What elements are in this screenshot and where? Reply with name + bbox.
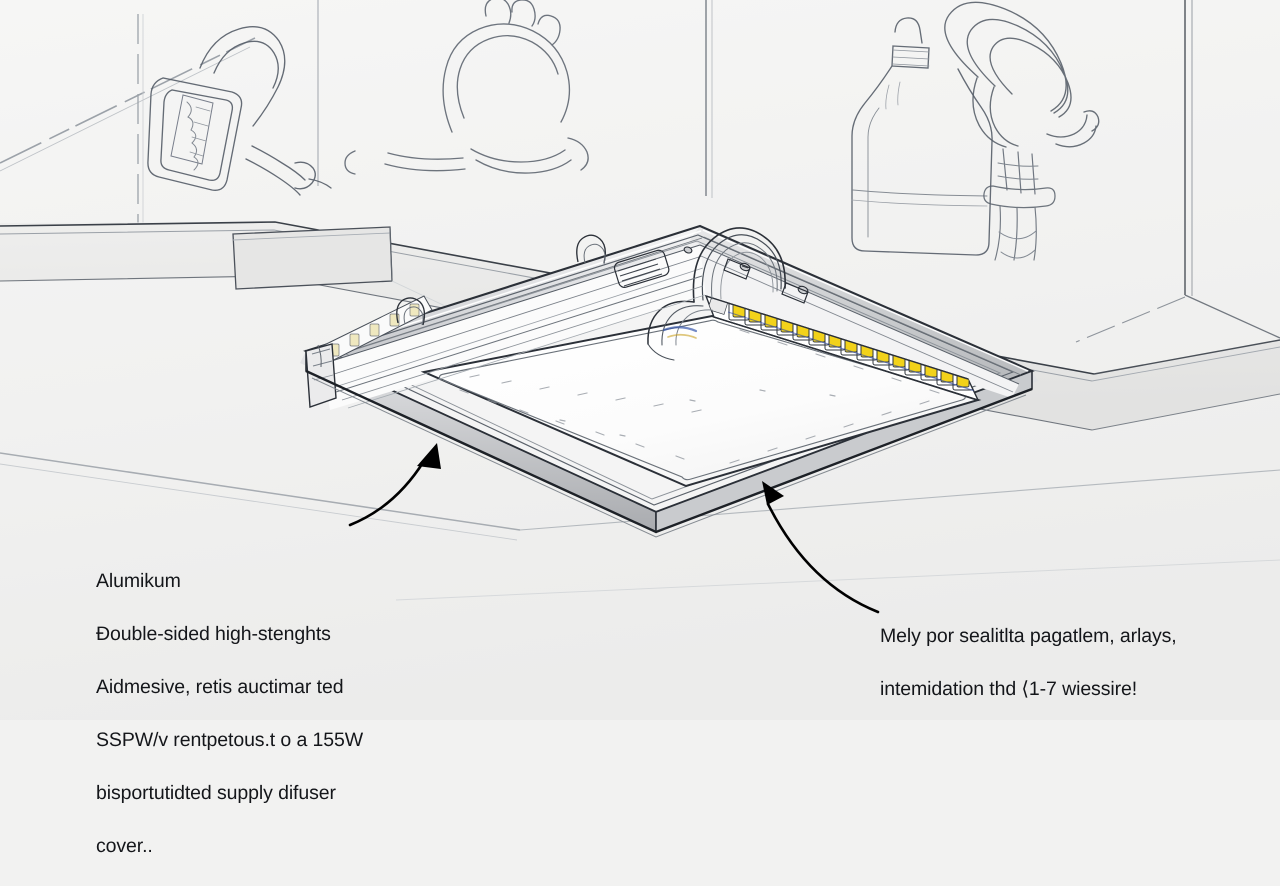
sketch-appliance — [147, 26, 332, 196]
frame-front-rim — [305, 369, 1033, 538]
callout-right-line-2: intemidation thd ⟨1-7 wiessire! — [880, 677, 1138, 700]
cabinet-side-panel — [232, 226, 393, 290]
illustration-canvas: Alumikum Ðouble-sided high-stenghts Aidm… — [0, 0, 1280, 857]
aluminum-frame-callout: Alumikum Ðouble-sided high-stenghts Aidm… — [96, 541, 396, 886]
right-callout-arrow — [762, 481, 880, 614]
callout-left-line-6: cover.. — [96, 834, 153, 857]
callout-left-line-5: bisportutidted supply difuser — [96, 781, 336, 804]
hinge-bracket — [647, 227, 786, 361]
callout-left-line-1: Alumikum — [96, 569, 181, 592]
sketch-coiled-cable — [944, 1, 1100, 261]
sketch-cabinet-structure — [0, 0, 1280, 343]
under-cabinet-led-panel — [300, 224, 1038, 538]
callout-left-line-3: Aidmesive, retis auctimar ted — [96, 675, 344, 698]
reflector-ribs — [335, 275, 706, 409]
technical-illustration — [0, 0, 1280, 720]
led-strip-callout: Mely por sealitlta pagatlem, arlays, int… — [880, 596, 1190, 729]
sketch-hand — [344, 0, 589, 175]
mounting-rail-brackets — [396, 234, 809, 326]
left-callout-arrow — [348, 443, 441, 527]
sketch-bottle — [851, 17, 993, 256]
callout-left-line-4: SSPW/v rentpetous.t o a 155W — [96, 728, 364, 751]
callout-arrows — [348, 443, 880, 614]
callout-left-line-2: Ðouble-sided high-stenghts — [96, 622, 331, 645]
frame-end-cap — [305, 343, 337, 408]
callout-right-line-1: Mely por sealitlta pagatlem, arlays, — [880, 624, 1177, 647]
